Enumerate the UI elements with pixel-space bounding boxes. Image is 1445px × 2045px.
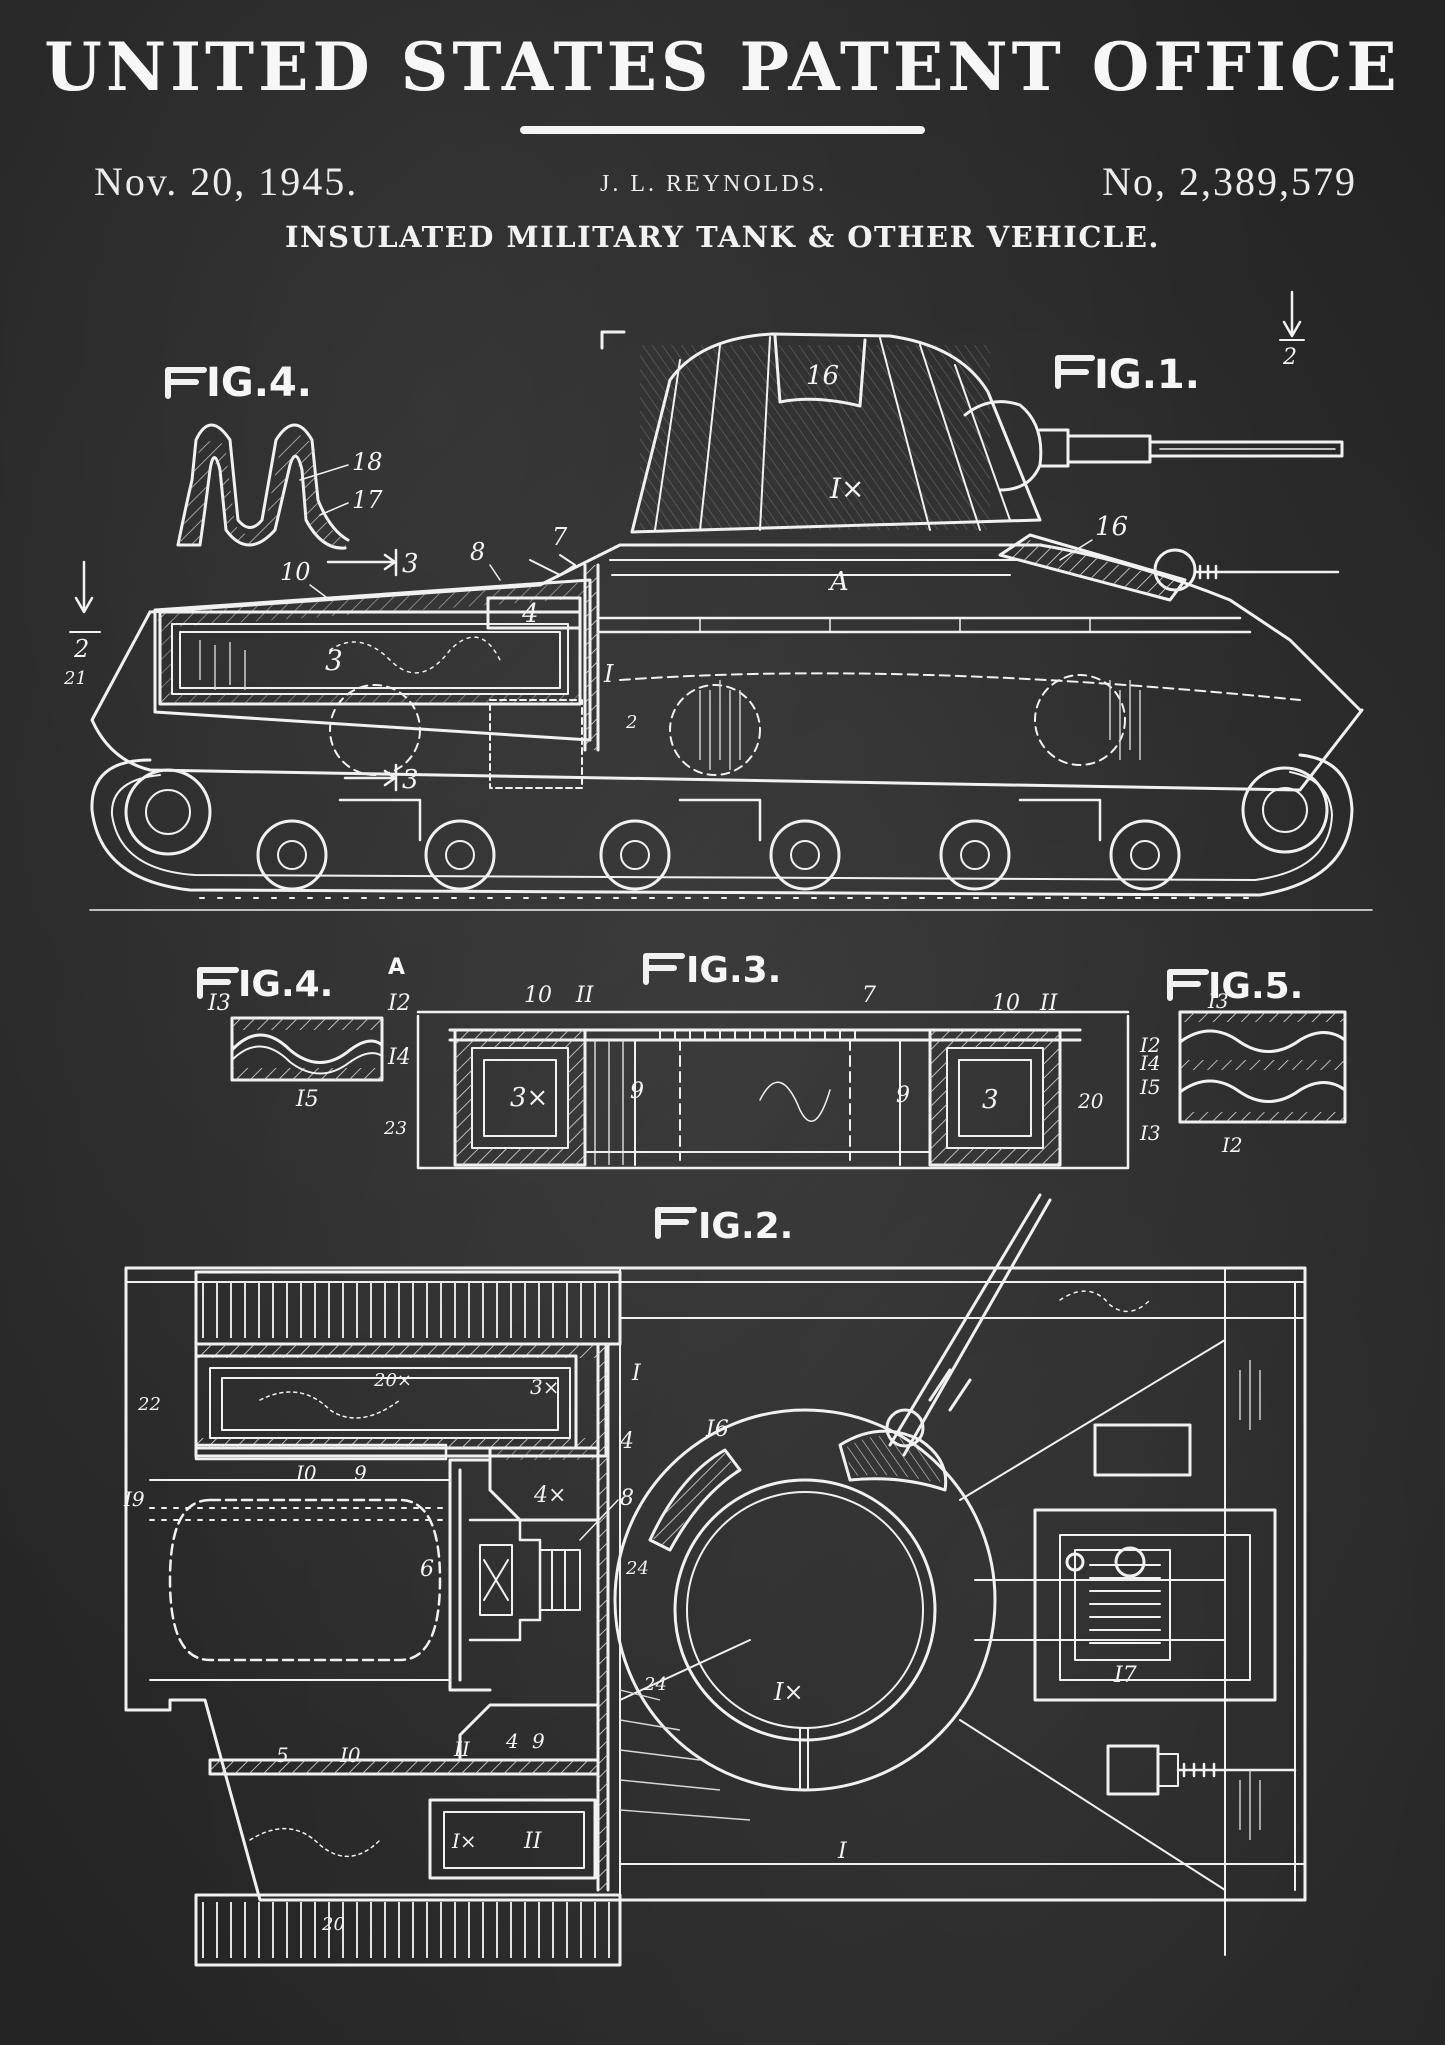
callout-17-fig4: 17 [352,486,383,514]
callout-13-fig5-top: I3 [1207,989,1229,1013]
fig5-label-text: IG.5. [1208,966,1303,1007]
heading-divider [520,126,925,134]
callout-1x-fig2-lower: I× [451,1829,477,1853]
patent-date: Nov. 20, 1945. [94,159,359,204]
callout-16-turret: 16 [806,361,839,391]
callout-9-fig2-lower: I0 [339,1743,361,1767]
patent-number: No, 2,389,579 [1102,159,1357,204]
callout-20x-fig2: 20× [373,1370,412,1391]
callout-8-fig1: 8 [470,538,485,566]
callout-7-fig3: 7 [862,983,876,1008]
callout-13-fig4a: I3 [207,991,231,1016]
callout-A-hull: A [828,567,849,597]
callout-14-fig4a: I4 [387,1045,411,1070]
callout-20-fig3: 20 [1077,1089,1104,1113]
callout-1x-fig2-turret: I× [773,1678,804,1706]
section-mark-3-top: 3 [402,549,419,579]
callout-12-fig5-bottom: I2 [1221,1133,1243,1157]
callout-9-fig3-right: 9 [896,1083,910,1108]
callout-3x-fig3: 3× [510,1083,548,1113]
callout-13-fig5-bottom: I3 [1139,1121,1161,1145]
callout-5-fig2: II [453,1737,471,1761]
callout-12-fig5: I2 [1139,1033,1161,1057]
callout-9-fig2-top: 9 [354,1461,367,1485]
fig1-label: IG.1. [1055,352,1200,398]
callout-15-fig4a: I5 [295,1087,319,1112]
fig3-cross-section: IG.3. 10 II 7 10 II 3× 9 9 3 20 23 [383,950,1130,1170]
callout-10-fig2-top: I0 [295,1461,317,1485]
callout-11-fig2-lower: 4 [505,1729,519,1753]
callout-19-fig2: I9 [123,1487,145,1511]
callout-2-fig1: 2 [625,712,637,733]
callout-1-fig2-top: I [631,1361,642,1386]
callout-16-hull: 16 [1095,512,1128,542]
callout-18-fig4: 18 [352,448,383,476]
fig2-tank-plan-view: IG.2. 20× 3× 22 I 4 4× [123,1193,1307,1967]
fig4-corrugated-profile: IG.4. 18 17 [165,360,383,550]
callout-10-fig3-right: 10 [992,991,1020,1016]
callout-6-fig2: 6 [420,1557,434,1582]
fig2-label-text: IG.2. [698,1206,793,1247]
fig1-label-text: IG.1. [1094,352,1200,398]
fig4-label-text: IG.4. [206,360,312,406]
callout-4-fig2-top: 4 [619,1429,634,1454]
callout-24-fig2-top: 24 [625,1558,649,1579]
callout-10-fig2-lower: 5 [276,1743,289,1767]
inventor-name: J. L. REYNOLDS. [600,171,828,197]
callout-3x-fig2: 3× [530,1375,559,1399]
callout-4x-fig2: 4× [533,1483,566,1508]
section-mark-3-bottom: 3 [402,765,419,795]
callout-3-fig3: 3 [982,1085,999,1115]
callout-23-fig3: 23 [383,1118,407,1139]
callout-22-fig2: 22 [137,1394,161,1415]
callout-17-fig2: I7 [1113,1663,1137,1688]
callout-12-fig4a: I2 [387,991,411,1016]
callout-1-fig2-bottom: I [837,1839,848,1864]
callout-16-fig2: I6 [705,1417,729,1442]
fig5-layered-section: IG.5. I2 I3 I4 I5 I3 I2 [1139,966,1347,1157]
fig3-label-text: IG.3. [686,950,781,991]
fig1-tank-side-view: IG.1. 2 16 I× A 16 [63,290,1373,911]
road-wheels [256,798,1181,891]
callout-9-fig3-left: 9 [630,1079,644,1104]
callout-7-fig1: 7 [552,523,568,551]
fig4a-layered-section: IG.4. A I3 I2 I4 I5 [197,955,411,1112]
callout-10-fig3-left: 10 [524,983,552,1008]
callout-3-fig2: II [523,1829,543,1854]
callout-20-fig2: 20 [321,1914,345,1935]
callout-3-fig1: 3 [325,644,343,677]
section-mark-2-top: 2 [1282,345,1297,370]
callout-14-fig5: I4 [1139,1051,1161,1075]
callout-1x-turret: I× [829,472,865,505]
fig4a-superscript: A [388,955,405,980]
callout-11-fig3-left: II [575,983,595,1008]
patent-office-heading: UNITED STATES PATENT OFFICE [44,28,1401,106]
callout-4-fig1: 4 [521,599,539,629]
callout-21-fig1: 21 [63,668,87,689]
fig4a-label-text: IG.4. [238,964,333,1005]
callout-4-fig2-lower: 9 [532,1729,545,1753]
callout-1-fig1: I [603,660,614,688]
section-mark-2-left: 2 [73,635,89,663]
callout-15-fig5: I5 [1139,1075,1161,1099]
patent-title: INSULATED MILITARY TANK & OTHER VEHICLE. [284,220,1161,254]
callout-10-fig1: 10 [280,558,311,586]
callout-11-fig3-right: II [1039,991,1059,1016]
callout-8-fig2: 8 [620,1486,634,1511]
